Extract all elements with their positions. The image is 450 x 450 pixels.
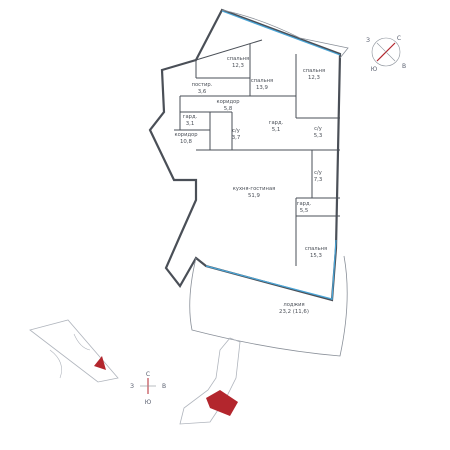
mini-compass-north: С [146,371,150,378]
room-area-closet: 3,6 [198,89,207,95]
room-label-loggia: лоджия [283,302,304,308]
room-area-kitchen: 51,9 [248,193,261,199]
interior-walls [174,39,340,266]
compass-main: С В Ю З [366,35,406,73]
room-label-bedroom-1: спальня [227,56,249,62]
room-area-corridor-1: 5,8 [224,106,233,112]
room-label-bedroom-4: спальня [305,246,327,252]
room-label-closet: постир. [192,82,213,88]
room-label-bathroom-3: с/у [314,170,322,176]
room-label-bathroom-1: с/у [314,126,322,132]
room-label-corridor-2: коридор [174,132,198,138]
mini-compass-south: Ю [145,399,152,406]
room-area-bedroom-1: 12,3 [232,63,244,69]
room-area-wardrobe-2: 5,1 [272,127,281,133]
room-label-kitchen: кухня-гостиная [233,186,276,192]
room-area-bathroom-2: 3,7 [232,135,241,141]
room-area-bedroom-4: 15,3 [310,253,322,259]
compass-west: З [366,37,370,44]
compass-east: В [402,63,406,70]
room-area-bathroom-3: 7,3 [314,177,323,183]
room-label-corridor-1: коридор [216,99,240,105]
room-area-bedroom-2: 13,9 [256,85,269,91]
compass-north: С [397,35,401,42]
room-area-loggia: 23,2 (11,6) [279,309,309,315]
room-area-corridor-2: 10,8 [180,139,193,145]
room-area-bedroom-3: 12,3 [308,75,320,81]
building-plan-mini [179,337,241,425]
compass-south: Ю [371,66,378,73]
room-area-wardrobe-1: 3,1 [186,121,195,127]
room-label-wardrobe-2: гард. [269,120,284,126]
room-label-bedroom-3: спальня [303,68,325,74]
windows [205,10,341,301]
room-area-wardrobe-3: 5,5 [300,208,309,214]
room-label-bathroom-2: с/у [232,128,240,134]
mini-compass-west: З [130,383,134,390]
site-plan-mini [29,319,119,383]
compass-mini: С В Ю З [130,371,166,406]
room-area-bathroom-1: 5,3 [314,133,323,139]
room-label-wardrobe-1: гард. [183,114,198,120]
mini-compass-east: В [162,383,166,390]
room-label-bedroom-2: спальня [251,78,273,84]
room-label-wardrobe-3: гард. [297,201,312,207]
balcony-outline [189,9,349,357]
